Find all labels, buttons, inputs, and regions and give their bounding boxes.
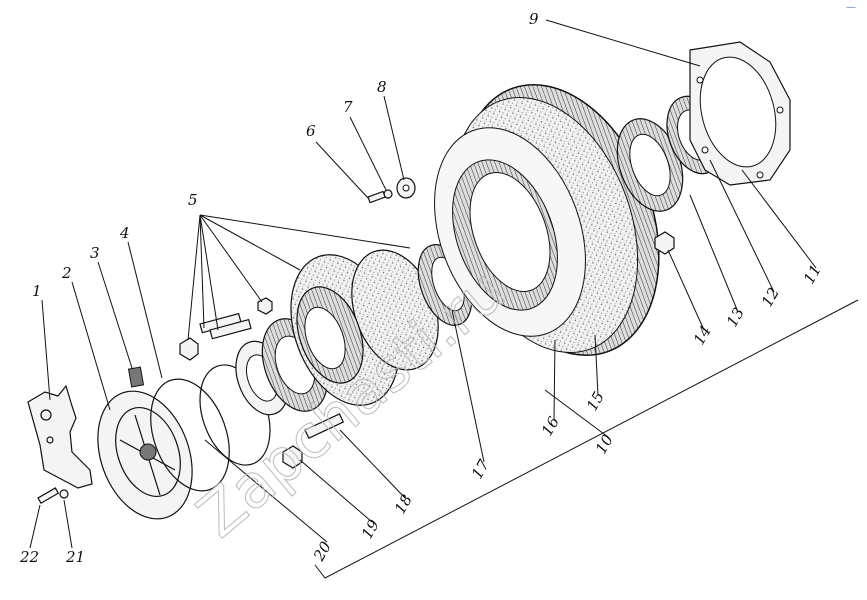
part-1-bracket [27, 384, 93, 489]
label-6: 6 [306, 122, 316, 140]
label-4: 4 [119, 224, 130, 242]
label-5: 5 [188, 191, 198, 209]
part-4-gasket [150, 378, 230, 492]
label-8: 8 [377, 78, 387, 96]
part-8-washer [396, 177, 416, 199]
label-22: 22 [19, 548, 39, 566]
label-7: 7 [343, 98, 353, 116]
part-22-bolt [37, 487, 60, 505]
part-3-plug [127, 366, 145, 388]
label-9: 9 [529, 10, 539, 28]
label-2: 2 [61, 264, 72, 282]
part-21-washer [59, 489, 69, 499]
corner-mark: — [846, 2, 856, 13]
label-21: 21 [65, 548, 85, 566]
leader-lines [29, 19, 817, 549]
hub-body [290, 249, 439, 406]
label-1: 1 [32, 282, 42, 300]
part-14-nut [654, 231, 675, 255]
label-13: 13 [723, 304, 748, 330]
label-18: 18 [391, 491, 416, 517]
part-9-shield-plate [689, 41, 791, 186]
part-2-hub-cap [97, 390, 193, 520]
label-11: 11 [800, 261, 825, 287]
part-18-stud [304, 413, 345, 439]
label-12: 12 [758, 284, 783, 310]
label-17: 17 [468, 456, 493, 482]
label-10: 10 [592, 431, 617, 457]
label-19: 19 [358, 516, 383, 542]
label-14: 14 [690, 322, 715, 348]
part-6-screw [367, 190, 386, 204]
label-20: 20 [309, 538, 335, 565]
part-13-bearing [616, 118, 684, 212]
label-3: 3 [90, 244, 100, 262]
assembly-10-bracket [314, 299, 859, 579]
part-16-brake-drum [434, 83, 660, 357]
label-16: 16 [538, 413, 563, 439]
label-15: 15 [583, 388, 608, 414]
